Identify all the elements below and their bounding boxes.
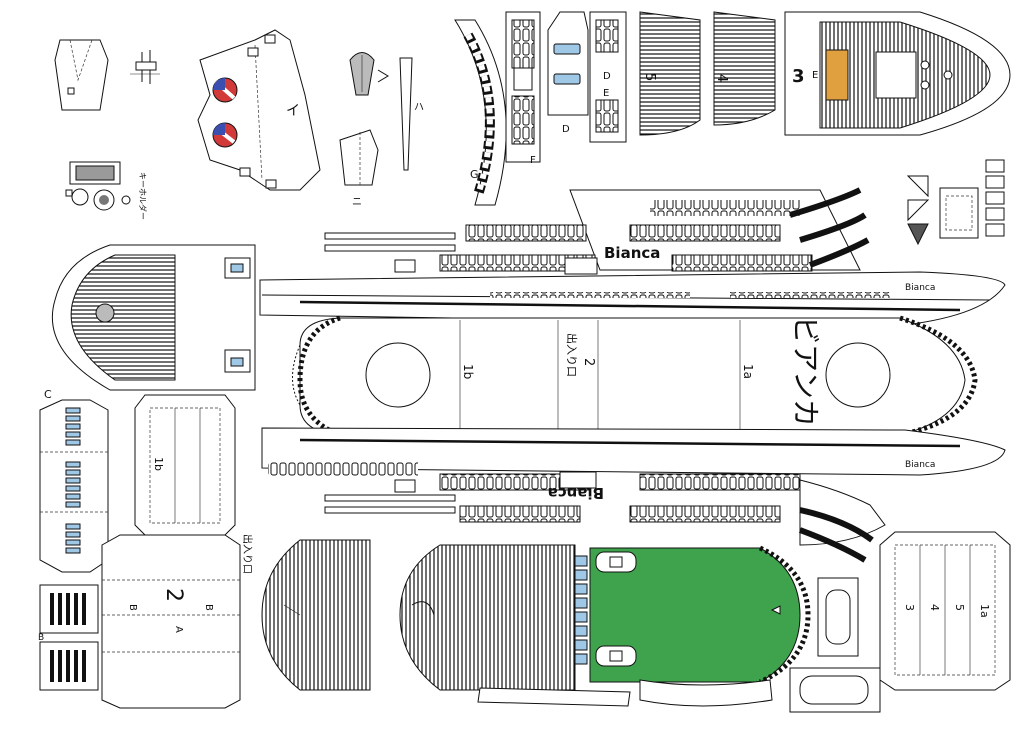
triangle-arrow-icon bbox=[906, 175, 930, 246]
lower-stern-deck-large bbox=[399, 544, 588, 691]
label-5-box: 5 bbox=[953, 604, 966, 611]
label-1a-box: 1a bbox=[978, 604, 991, 618]
label-4: 4 bbox=[714, 74, 729, 82]
part-g-window-strip: G bbox=[454, 19, 507, 206]
label-part-ha: ハ bbox=[414, 102, 424, 113]
label-2: 2 bbox=[581, 358, 596, 366]
label-1a: 1a bbox=[741, 364, 755, 379]
flag-icon bbox=[212, 122, 238, 148]
label-part-e: E bbox=[603, 88, 609, 99]
label-1b-box: 1b bbox=[152, 457, 165, 471]
label-part-c: C bbox=[44, 388, 52, 401]
ship-name-hull-upper: Bianca bbox=[905, 283, 935, 293]
part-railing-block bbox=[939, 187, 979, 239]
deck-piece-5: 5 bbox=[639, 11, 701, 136]
ship-name-katakana: ビアンカ bbox=[789, 316, 822, 427]
label-part-i: イ bbox=[286, 103, 300, 119]
part-c-window-strip: C bbox=[39, 388, 109, 573]
part-345-box: 3 4 5 1a bbox=[879, 531, 1011, 691]
triangle-arrow-icon bbox=[770, 605, 781, 615]
ship-name-upper: Bianca bbox=[604, 244, 660, 262]
label-e-bow: E bbox=[812, 70, 818, 81]
label-part-f: F bbox=[530, 155, 536, 166]
part-gray-block bbox=[69, 161, 121, 185]
upper-superstructure: Bianca bbox=[324, 187, 870, 275]
label-2-box: 2 bbox=[161, 588, 186, 602]
capstan-icon bbox=[65, 188, 131, 211]
part-1b-box: 1b bbox=[134, 394, 236, 536]
label-part-d: D bbox=[562, 124, 570, 135]
part-ro bbox=[349, 52, 389, 96]
label-b-3: B bbox=[38, 633, 44, 643]
label-part-ni: ニ bbox=[352, 197, 362, 208]
label-b-1: B bbox=[127, 604, 138, 611]
part-2-box: 2 B B A 出入り口 bbox=[101, 534, 254, 709]
label-4-box: 4 bbox=[928, 604, 941, 611]
label-3-box: 3 bbox=[903, 604, 916, 611]
part-d-window-strip: D bbox=[547, 11, 589, 135]
part-small-tabs bbox=[985, 159, 1005, 237]
part-antenna bbox=[130, 50, 160, 84]
part-b-window-blocks: B bbox=[38, 584, 99, 691]
lower-superstructure: Bianca bbox=[268, 462, 886, 563]
part-ha: ハ bbox=[399, 57, 424, 171]
part-ni: ニ bbox=[339, 129, 379, 208]
entrance-label: 出入り口 bbox=[565, 333, 579, 377]
entrance-label-box: 出入り口 bbox=[241, 534, 254, 574]
svg-text:キーホルダー: キーホルダー bbox=[138, 172, 148, 220]
bottom-rail-strips bbox=[477, 679, 773, 707]
bow-deck-3: 3 E bbox=[784, 11, 1011, 136]
part-e-window-strip: D E bbox=[589, 11, 627, 143]
part-f-window-strip: F bbox=[505, 11, 541, 166]
part-i-funnel-wrap: イ bbox=[197, 29, 321, 191]
label-part-g: G bbox=[470, 168, 479, 181]
label-part-d-2: D bbox=[603, 71, 611, 82]
label-3: 3 bbox=[792, 66, 805, 87]
flag-icon bbox=[212, 77, 238, 103]
deck-piece-4: 4 bbox=[713, 11, 776, 126]
part-bathtub-shape bbox=[817, 577, 859, 657]
part-mast-small bbox=[54, 39, 109, 111]
lower-stern-deck-small bbox=[261, 539, 371, 691]
label-a: A bbox=[173, 626, 184, 633]
ship-name-lower: Bianca bbox=[548, 484, 604, 502]
label-1b: 1b bbox=[461, 364, 475, 379]
stern-deck bbox=[51, 244, 256, 391]
key-holder-label: キーホルダー bbox=[138, 172, 148, 220]
green-deck bbox=[589, 545, 811, 685]
main-hull: Bianca 1b 1a 2 出入り口 ビアンカ Bianca bbox=[259, 271, 1006, 476]
ship-name-hull-lower: Bianca bbox=[905, 460, 935, 470]
label-5: 5 bbox=[642, 73, 657, 81]
label-b-2: B bbox=[203, 604, 214, 611]
part-base-plate bbox=[789, 667, 881, 713]
